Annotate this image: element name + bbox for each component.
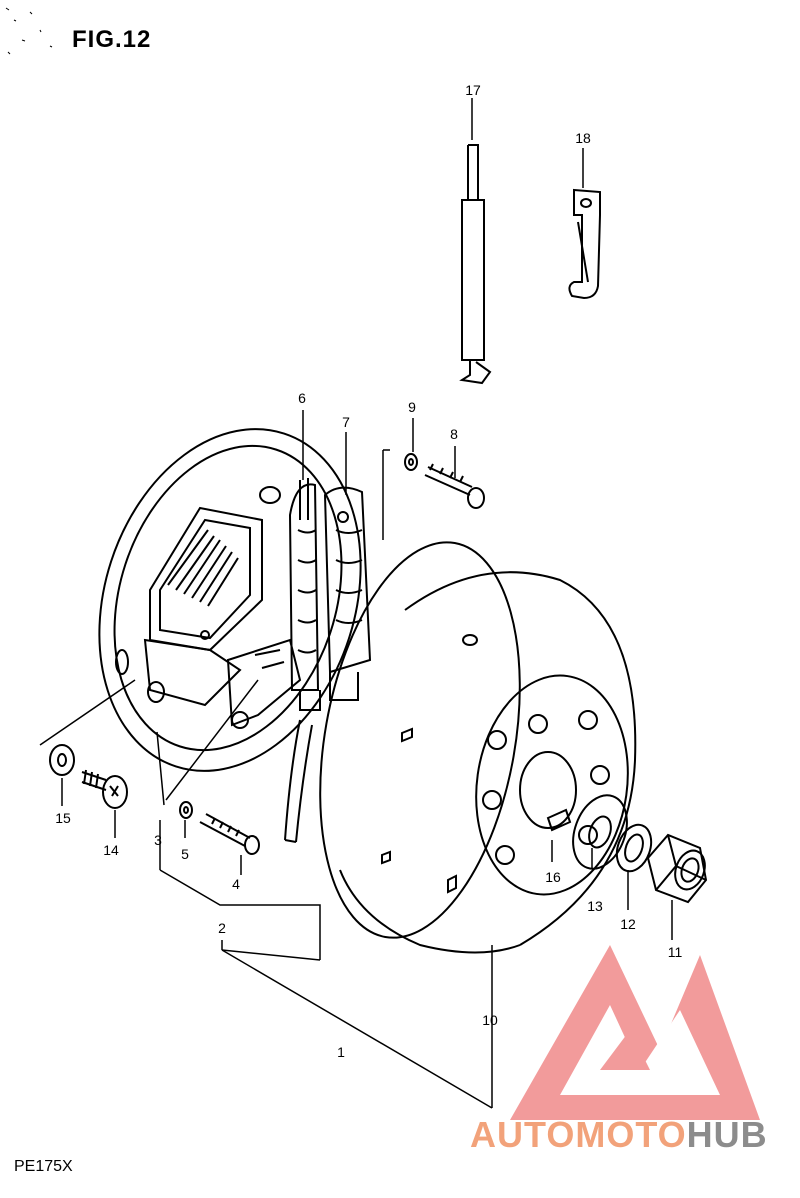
nut-11-drawing bbox=[646, 833, 708, 904]
lockwasher-12-drawing bbox=[615, 823, 653, 873]
figure-title: FIG.12 bbox=[72, 26, 152, 53]
wire-lead bbox=[284, 719, 313, 843]
callout-7: 7 bbox=[342, 414, 350, 430]
lighting-coils bbox=[288, 478, 372, 711]
charging-coil bbox=[143, 506, 263, 707]
watermark-part1: AUTOMOTO bbox=[470, 1114, 687, 1155]
screw-4-drawing bbox=[199, 813, 260, 855]
callout-13: 13 bbox=[587, 898, 603, 914]
rod-17-drawing bbox=[459, 144, 492, 385]
callout-14: 14 bbox=[103, 842, 119, 858]
washer-9-drawing bbox=[404, 453, 418, 471]
callout-3: 3 bbox=[154, 832, 162, 848]
watermark-text: AUTOMOTOHUB bbox=[470, 1114, 768, 1156]
washer-15-drawing bbox=[49, 744, 75, 776]
callout-5: 5 bbox=[181, 846, 189, 862]
callout-2: 2 bbox=[218, 920, 226, 936]
callout-15: 15 bbox=[55, 810, 71, 826]
callout-6: 6 bbox=[298, 390, 306, 406]
leader-lines bbox=[39, 98, 673, 1109]
key-16-drawing bbox=[546, 808, 572, 832]
callout-9: 9 bbox=[408, 399, 416, 415]
scan-speckles bbox=[5, 7, 53, 55]
callout-11: 11 bbox=[667, 944, 683, 960]
stator-plate bbox=[98, 428, 362, 772]
callout-1: 1 bbox=[337, 1044, 345, 1060]
watermark-part2: HUB bbox=[686, 1114, 768, 1155]
rotor bbox=[319, 541, 637, 954]
callout-10: 10 bbox=[482, 1012, 498, 1028]
model-code: PE175X bbox=[14, 1158, 73, 1175]
callout-16: 16 bbox=[545, 869, 561, 885]
screw-8-drawing bbox=[424, 463, 485, 509]
screw-14-drawing bbox=[81, 769, 128, 809]
washer-5-drawing bbox=[179, 801, 193, 819]
pickup-bracket bbox=[226, 638, 302, 729]
callout-8: 8 bbox=[450, 426, 458, 442]
callout-12: 12 bbox=[620, 916, 636, 932]
bracket-18-drawing bbox=[568, 188, 601, 300]
callout-18: 18 bbox=[575, 130, 591, 146]
watermark-logo bbox=[510, 945, 760, 1120]
callout-4: 4 bbox=[232, 876, 240, 892]
washer-13-drawing bbox=[572, 794, 628, 870]
callout-17: 17 bbox=[465, 82, 481, 98]
